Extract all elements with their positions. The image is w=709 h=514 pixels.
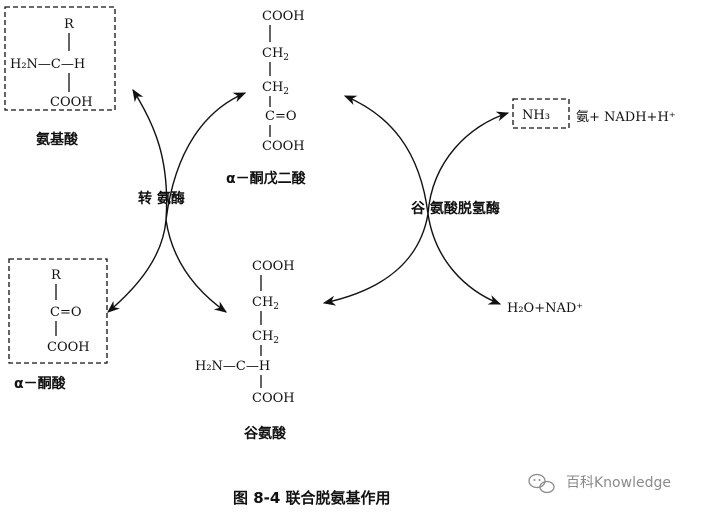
keto-acid-label: α－酮酸 xyxy=(14,375,67,392)
glutamate-structure: COOH CH2 CH2 H₂N—C—H COOH xyxy=(195,259,295,406)
transaminase-label: 转 氨酶 xyxy=(138,190,185,207)
arrow-to-h2o-nad xyxy=(427,213,502,305)
amino-acid-box xyxy=(4,6,116,111)
amino-acid-structure: R H₂N—C—H COOH xyxy=(4,6,116,111)
figure-caption: 图 8-4 联合脱氨基作用 xyxy=(233,489,391,507)
arrow-gdh-to-alpha-ketoglutarate xyxy=(343,95,429,215)
glutamate-label: 谷氨酸 xyxy=(244,425,287,442)
amino-acid-label: 氨基酸 xyxy=(36,131,79,148)
nh3-formula: NH₃ xyxy=(522,108,550,123)
nh3-box xyxy=(512,98,570,129)
amino-acid-r: R xyxy=(64,17,75,32)
watermark-text: 百科Knowledge xyxy=(566,475,671,491)
arrow-gdh-to-glutamate xyxy=(322,213,429,306)
keto-acid-cooh: COOH xyxy=(47,340,90,355)
glu-cooh-bottom: COOH xyxy=(252,391,295,406)
akg-ch2-a: CH2 xyxy=(262,46,289,63)
amino-acid-h2n-c-h: H₂N—C—H xyxy=(10,57,85,72)
keto-acid-structure: R C=O COOH xyxy=(8,258,108,364)
keto-acid-c-o: C=O xyxy=(50,305,82,320)
glu-ch2-a: CH2 xyxy=(252,295,279,312)
akg-cooh-top: COOH xyxy=(262,9,305,24)
keto-acid-r: R xyxy=(51,268,62,283)
watermark: 百科Knowledge xyxy=(528,473,671,494)
nh3-suffix: 氨+ NADH+H⁺ xyxy=(576,110,676,125)
keto-acid-box xyxy=(8,258,108,364)
glu-h2n-c-h: H₂N—C—H xyxy=(195,359,270,374)
gdh-label: 谷 氨酸脱氢酶 xyxy=(411,200,500,217)
arrow-to-alpha-ketoglutarate xyxy=(165,92,247,221)
akg-cooh-bottom: COOH xyxy=(262,139,305,154)
akg-ch2-b: CH2 xyxy=(262,80,289,97)
amino-acid-cooh: COOH xyxy=(50,95,93,110)
h2o-nad: H₂O+NAD⁺ xyxy=(507,301,583,316)
alpha-ketoglutarate-label: α－酮戊二酸 xyxy=(226,170,307,187)
glu-cooh-top: COOH xyxy=(252,259,295,274)
arrow-to-glutamate xyxy=(165,219,228,313)
akg-c-o: C=O xyxy=(265,109,297,124)
wechat-icon xyxy=(528,473,555,494)
arrow-to-amino-acid xyxy=(132,88,168,221)
arrow-to-keto-acid xyxy=(107,219,167,313)
arrow-to-nh3 xyxy=(427,111,510,215)
alpha-ketoglutarate-structure: COOH CH2 CH2 C=O COOH xyxy=(262,9,305,154)
glu-ch2-b: CH2 xyxy=(252,329,279,346)
